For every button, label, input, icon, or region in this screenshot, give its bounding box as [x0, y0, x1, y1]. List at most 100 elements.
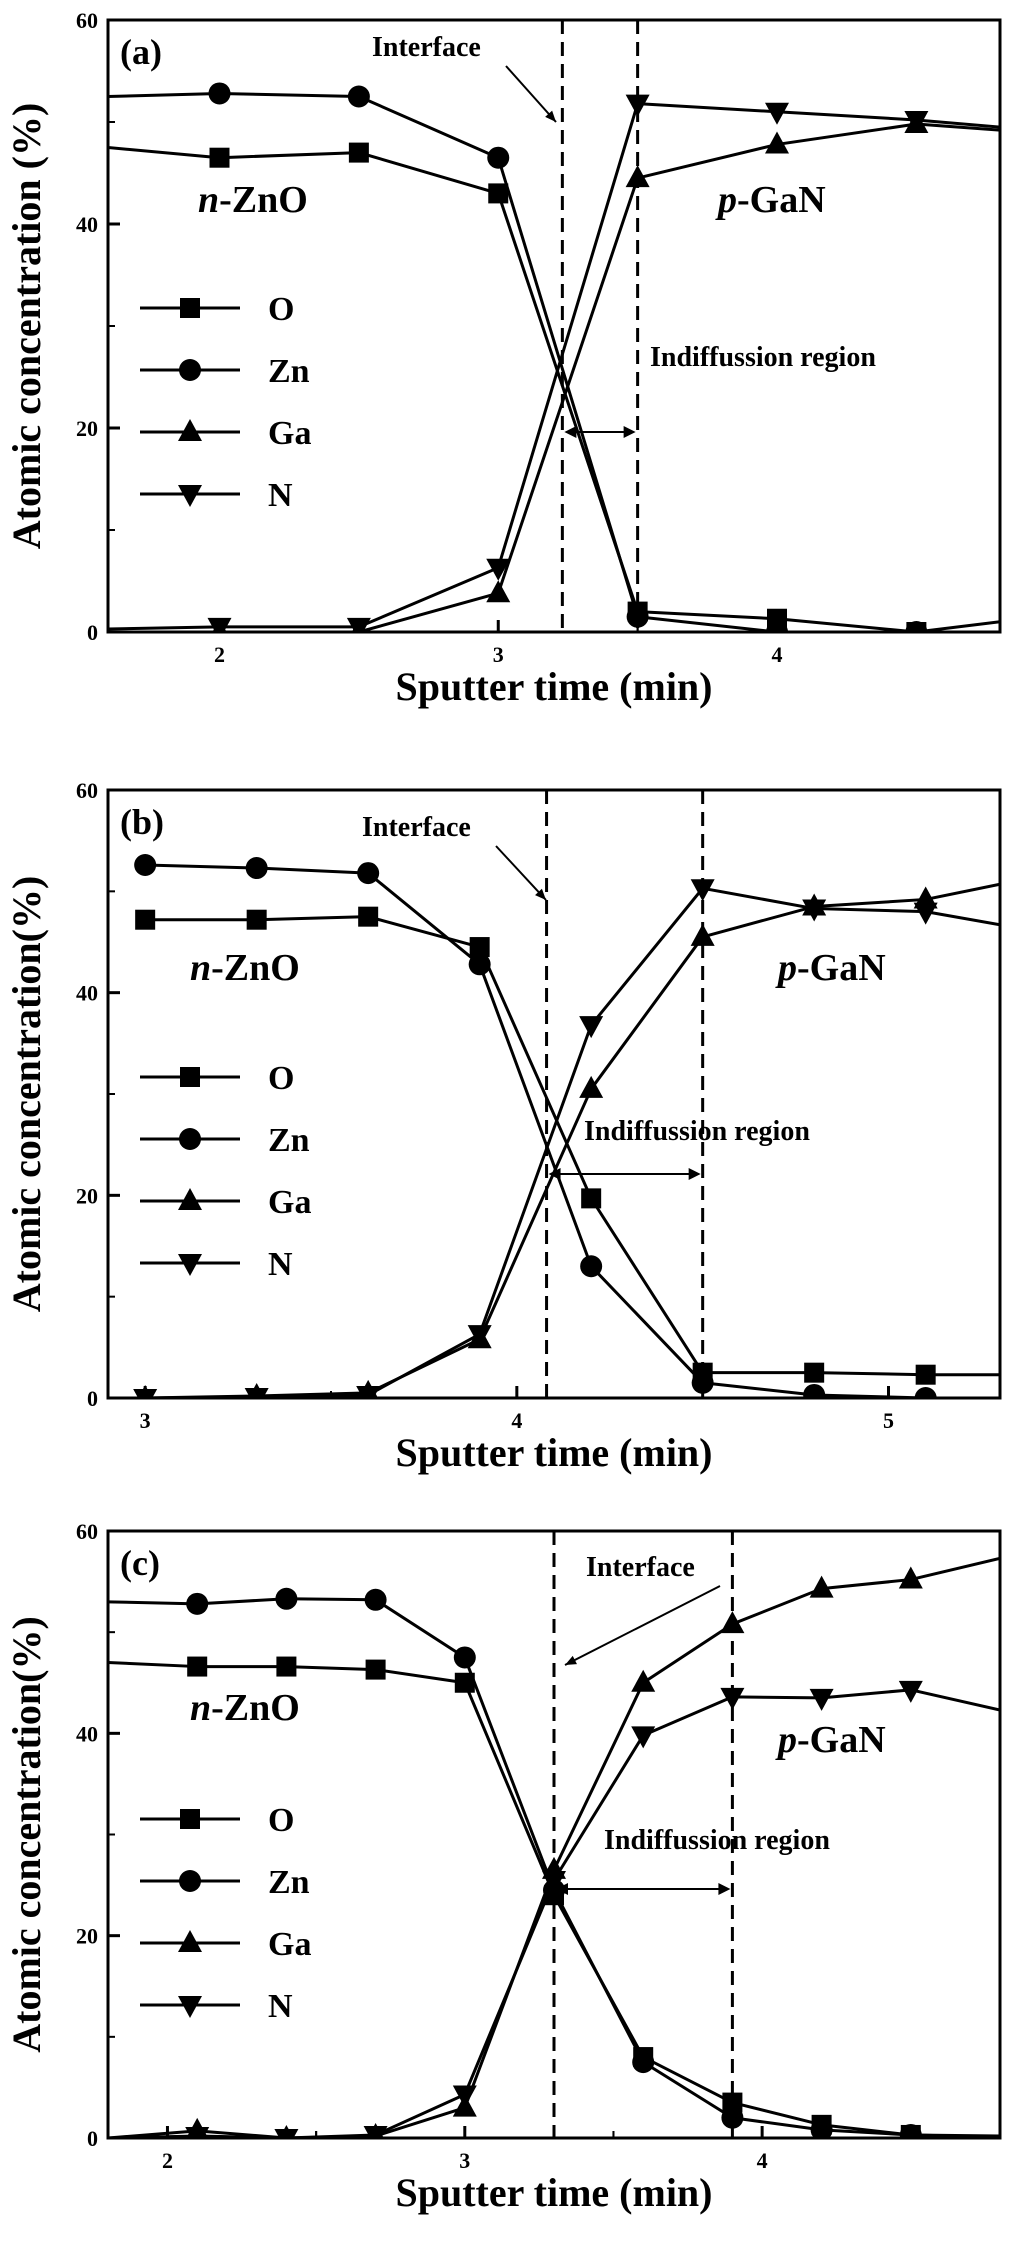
data-point-n — [625, 94, 650, 117]
y-tick-label: 20 — [76, 1183, 98, 1208]
data-point-o — [488, 183, 509, 204]
data-point-zn — [580, 1255, 603, 1278]
region-name: -GaN — [737, 179, 826, 221]
data-point-o — [276, 1656, 297, 1677]
interface-arrow — [564, 1585, 721, 1666]
region-label-left: n-ZnO — [190, 947, 300, 989]
panel-label: (a) — [120, 32, 162, 72]
panel-label: (c) — [120, 1543, 160, 1583]
legend-label-o: O — [268, 1802, 294, 1839]
data-point-zn — [364, 1588, 387, 1611]
data-point-o — [135, 909, 156, 930]
region-prefix: n — [190, 947, 211, 989]
legend-marker-ga — [178, 1188, 202, 1210]
indiffusion-annotation: Indiffussion region — [650, 342, 876, 373]
region-label-right: p-GaN — [715, 179, 826, 221]
interface-annotation: Interface — [586, 1552, 695, 1583]
data-point-o — [469, 937, 490, 958]
data-point-n — [274, 2129, 299, 2138]
interface-arrow — [495, 845, 547, 901]
y-tick-label: 20 — [76, 416, 98, 441]
data-point-o — [348, 142, 369, 163]
data-point-zn — [357, 862, 380, 885]
interface-arrow — [505, 65, 557, 123]
data-point-o — [804, 1362, 825, 1383]
data-point-zn — [914, 1387, 937, 1398]
data-point-n — [356, 1385, 381, 1398]
data-point-o — [246, 909, 267, 930]
interface-arrow-head — [535, 888, 546, 900]
data-point-ga — [809, 1575, 834, 1598]
region-name: -ZnO — [211, 947, 300, 989]
data-point-zn — [691, 1371, 714, 1394]
x-axis-title: Sputter time (min) — [396, 1430, 713, 1475]
data-point-o — [209, 147, 230, 168]
legend-label-ga: Ga — [268, 415, 311, 452]
indiffusion-arrow-head-right — [688, 1168, 701, 1180]
legend-marker-o — [180, 298, 200, 318]
legend-label-ga: Ga — [268, 1184, 311, 1221]
y-tick-label: 0 — [87, 620, 98, 645]
indiffusion-arrow-head-left — [556, 1883, 568, 1895]
data-point-n — [904, 110, 929, 133]
legend-label-zn: Zn — [268, 1122, 310, 1159]
series-lines — [108, 91, 1000, 632]
x-tick-label: 5 — [883, 1408, 894, 1433]
data-point-ga — [898, 1566, 923, 1589]
data-point-zn — [186, 1592, 209, 1615]
legend-marker-o — [180, 1809, 200, 1829]
legend-marker-zn — [179, 359, 201, 381]
data-point-zn — [453, 1646, 476, 1669]
panel-label: (b) — [120, 802, 164, 842]
data-point-o — [358, 906, 379, 927]
data-point-n — [542, 1871, 566, 1894]
series-line-n — [108, 102, 1000, 631]
data-point-zn — [899, 2123, 922, 2138]
y-tick-label: 20 — [76, 1924, 98, 1949]
data-point-n — [467, 1325, 492, 1348]
legend-label-zn: Zn — [268, 1864, 310, 1901]
data-point-n — [244, 1387, 269, 1398]
y-tick-label: 40 — [76, 212, 98, 237]
data-point-n — [898, 1680, 923, 1703]
data-point-n — [579, 1016, 604, 1039]
data-point-ga — [631, 1669, 656, 1692]
legend-marker-o — [180, 1067, 200, 1087]
data-point-zn — [803, 1383, 826, 1398]
data-point-n — [809, 1688, 834, 1711]
x-tick-label: 2 — [214, 642, 225, 667]
data-point-o — [365, 1659, 386, 1680]
data-point-n — [631, 1726, 656, 1749]
data-point-o — [915, 1364, 936, 1385]
y-axis-title: Atomic concentration (%) — [4, 103, 49, 550]
interface-annotation: Interface — [372, 32, 481, 63]
x-tick-label: 4 — [757, 2148, 768, 2173]
legend-label-o: O — [268, 291, 294, 328]
data-point-n — [765, 102, 789, 125]
data-point-o — [454, 1672, 475, 1693]
indiffusion-arrow-head-left — [548, 1168, 561, 1180]
data-point-zn — [810, 2118, 833, 2138]
x-tick-label: 2 — [162, 2148, 173, 2173]
indiffusion-annotation: Indiffussion region — [584, 1116, 810, 1147]
data-point-o — [187, 1656, 208, 1677]
data-point-zn — [347, 85, 370, 108]
region-prefix: p — [775, 1719, 797, 1761]
region-prefix: n — [190, 1687, 211, 1729]
indiffusion-arrow-head-left — [564, 426, 577, 438]
legend-label-zn: Zn — [268, 353, 310, 390]
y-axis-title: Atomic concentration(%) — [4, 876, 49, 1313]
region-label-left: n-ZnO — [198, 179, 308, 221]
y-tick-label: 40 — [76, 981, 98, 1006]
x-axis-title: Sputter time (min) — [396, 664, 713, 709]
region-label-right: p-GaN — [775, 947, 886, 989]
y-tick-label: 0 — [87, 1386, 98, 1411]
data-point-o — [581, 1188, 602, 1209]
indiffusion-arrow-head-right — [718, 1883, 731, 1895]
x-tick-label: 4 — [511, 1408, 522, 1433]
indiffusion-arrow-head-right — [623, 426, 636, 438]
